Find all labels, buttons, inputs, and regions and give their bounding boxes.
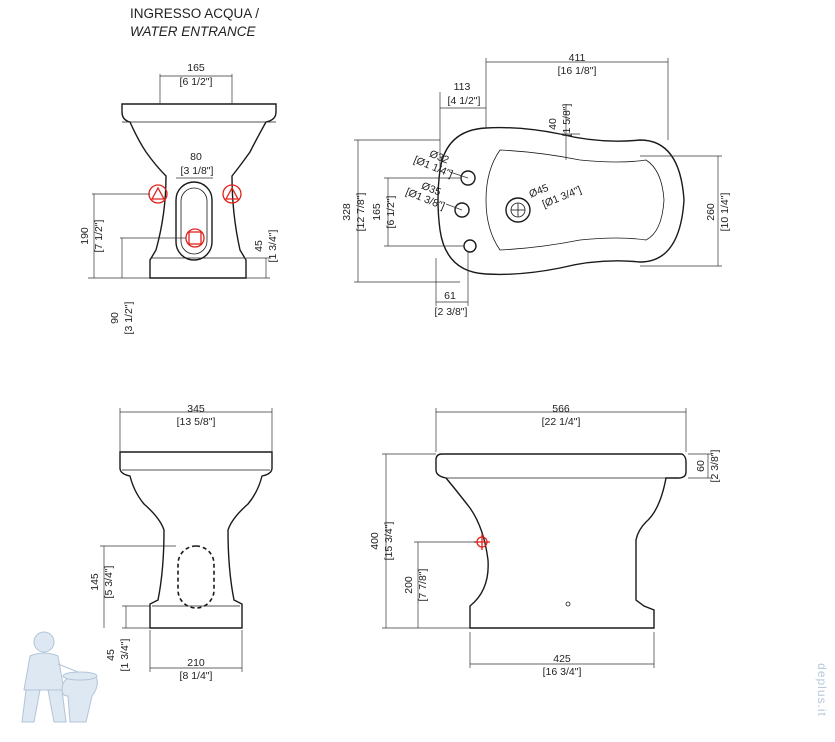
dim-front-outlet-height-mm: 145 [89,573,101,591]
dim-plan-tap-offset-in: [4 1/2"] [448,95,481,107]
dim-side-base-length-mm: 425 [553,653,571,665]
dim-front-bottom-base-height-mm: 45 [105,649,117,661]
tap-hole-32 [460,170,476,186]
dim-front-waist-mm: 80 [190,151,202,163]
dim-plan-rim-depth-in: [1 5/8"] [561,103,573,136]
water-entrance-marker-right [222,184,242,204]
dim-plan-fixing-in: [6 1/2"] [385,195,397,228]
outlet-inner [180,187,208,255]
dim-front-top-width-in: [6 1/2"] [180,76,213,88]
dim-side-inlet-height-in: [7 7/8"] [417,568,429,601]
front-view-bottom-outline [119,451,273,629]
dim-plan-fixing-mm: 165 [371,203,383,221]
front-view-bottom: 345 [13 5/8"] 145 [5 3/4"] 45 [1 3/4"] 2… [89,403,273,682]
dim-front-inlet-offset-in: [3 1/2"] [123,301,135,334]
water-entrance-marker-side [474,534,490,550]
dim-front-inlet-height-in: [7 1/2"] [93,219,105,252]
dim-front-bottom-base-height-in: [1 3/4"] [119,638,131,671]
water-entrance-marker-center [185,228,205,248]
water-entrance-marker-left [148,184,168,204]
outlet-opening [175,181,213,261]
tap-hole-35 [454,202,470,218]
dim-plan-rear-offset-mm: 61 [444,290,456,302]
front-view-top: 165 [6 1/2"] 80 [3 1/8"] 190 [7 1/2"] 90… [79,62,279,334]
plumber-mascot-logo [21,631,98,723]
dim-plan-bowl-width-in: [10 1/4"] [719,193,731,232]
plan-view-outline [437,126,685,276]
dim-plan-bowl-width-mm: 260 [705,203,717,221]
dim-plan-width-mm: 328 [341,203,353,221]
dim-side-length-in: [22 1/4"] [542,416,581,428]
outlet-hidden-outline [177,545,215,609]
dim-side-height-mm: 400 [369,532,381,550]
dim-plan-tap-offset-mm: 113 [454,81,471,93]
dim-front-base-width-mm: 210 [187,657,205,669]
dim-front-base-height-mm: 45 [253,240,265,252]
dim-side-inlet-height-mm: 200 [403,576,415,594]
dim-plan-rim-depth-mm: 40 [547,118,559,130]
dim-front-base-width-in: [8 1/4"] [180,670,213,682]
dim-plan-length-in: [16 1/8"] [558,65,597,77]
dim-front-outlet-height-in: [5 3/4"] [103,565,115,598]
dim-front-inlet-offset-mm: 90 [109,312,121,324]
side-view-outline [435,453,687,629]
dim-side-base-length-in: [16 3/4"] [543,666,582,678]
dim-front-top-width-mm: 165 [187,62,205,74]
dim-side-height-in: [15 3/4"] [383,522,395,561]
side-drain-hole [565,601,571,607]
dim-front-waist-in: [3 1/8"] [181,165,214,177]
side-view: 566 [22 1/4"] 60 [2 3/8"] 400 [15 3/4"] … [369,403,721,678]
watermark-text: deplus.it [815,663,829,717]
dim-front-bottom-width-mm: 345 [187,403,205,415]
dim-side-length-mm: 566 [552,403,570,415]
title-line-1: INGRESSO ACQUA / [130,6,259,21]
dim-side-rim-height-in: [2 3/8"] [709,449,721,482]
drain-hole [505,197,531,223]
dim-plan-rear-offset-in: [2 3/8"] [435,306,468,318]
dim-side-rim-height-mm: 60 [695,460,707,472]
bowl-inner-outline [485,149,665,251]
fixing-hole [463,239,477,253]
dim-front-base-height-in: [1 3/4"] [267,229,279,262]
dim-front-inlet-height-mm: 190 [79,227,91,245]
dim-plan-length-mm: 411 [569,52,586,64]
title-line-2: WATER ENTRANCE [130,24,257,39]
dim-front-bottom-width-in: [13 5/8"] [177,416,216,428]
plan-view: 411 [16 1/8"] 113 [4 1/2"] 40 [1 5/8"] Ø… [341,52,731,318]
dim-plan-width-in: [12 7/8"] [355,193,367,232]
